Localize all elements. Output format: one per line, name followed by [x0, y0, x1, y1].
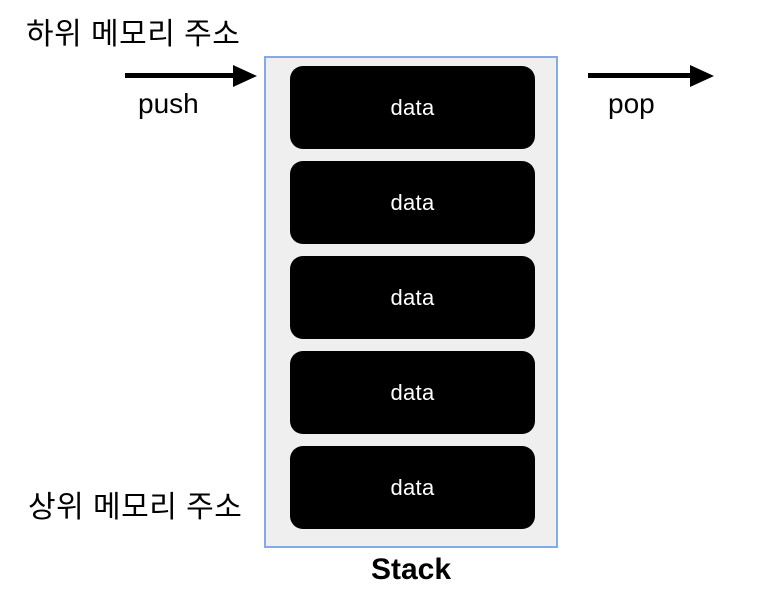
stack-cell-label: data: [390, 94, 435, 120]
stack-cell: data: [290, 66, 535, 149]
pop-arrow-head: [690, 65, 714, 87]
stack-cell: data: [290, 161, 535, 244]
push-arrow-icon: [125, 65, 257, 87]
stack-cell: data: [290, 351, 535, 434]
stack-cell: data: [290, 256, 535, 339]
stack-cell-label: data: [390, 189, 435, 215]
stack-cell: data: [290, 446, 535, 529]
upper-memory-address-label: 상위 메모리 주소: [28, 491, 243, 524]
stack-cell-list: data data data data data: [290, 66, 535, 529]
stack-cell-label: data: [390, 474, 435, 500]
push-label: push: [138, 88, 199, 119]
stack-cell-label: data: [390, 379, 435, 405]
lower-memory-address-label: 하위 메모리 주소: [26, 18, 241, 51]
stack-title: Stack: [370, 553, 452, 586]
pop-arrow-icon: [588, 65, 714, 87]
push-arrow-head: [233, 65, 257, 87]
pop-arrow-shaft: [588, 73, 692, 78]
push-arrow-shaft: [125, 73, 235, 78]
stack-container: data data data data data: [264, 56, 558, 548]
stack-cell-label: data: [390, 284, 435, 310]
pop-label: pop: [608, 88, 655, 119]
